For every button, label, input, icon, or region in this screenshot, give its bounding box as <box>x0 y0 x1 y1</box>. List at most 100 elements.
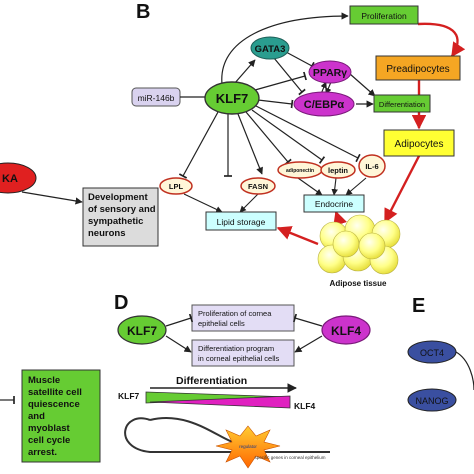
il6-label: IL-6 <box>365 162 378 171</box>
adipose-tissue-cluster <box>317 214 401 275</box>
panel-a-node <box>0 162 37 194</box>
panel-a: KA Development of sensory and sympatheti… <box>0 162 159 247</box>
fasn-node <box>240 177 276 195</box>
panel-c-line-6: cell cycle <box>28 435 70 446</box>
panel-d-klf4-to-diff <box>294 335 323 353</box>
panel-label-e: E <box>412 295 425 317</box>
klf7-inhibits-lpl <box>178 111 219 179</box>
fasn-to-lipid-storage <box>239 193 259 213</box>
panel-d-dna-loop <box>124 417 330 453</box>
adipocytes-label: Adipocytes <box>395 139 444 150</box>
cebp-label: C/EBPα <box>304 99 345 111</box>
panel-a-box <box>82 187 159 247</box>
panel-d-diff-line-2: in corneal epithelial cells <box>198 354 280 363</box>
adipocytes-to-adipose <box>383 155 421 224</box>
adipose-cell <box>358 232 386 260</box>
panel-c-line-2: satellite cell <box>28 387 82 398</box>
adiponectin-label: adiponectin <box>286 168 314 174</box>
panel-d-klf4-inhibits-prolif <box>293 313 323 327</box>
lpl-to-lipid-storage <box>183 193 223 213</box>
klf7-inhibits-leptin <box>251 109 326 164</box>
lipid-storage-box <box>205 211 277 231</box>
panel-d-klf7-label: KLF7 <box>127 324 157 338</box>
panel-c-box <box>21 369 101 463</box>
panel-c-line-1: Muscle <box>28 375 60 386</box>
lipid-storage-label: Lipid storage <box>217 217 266 227</box>
leptin-node <box>320 161 356 179</box>
panel-d: KLF7 KLF4 Proliferation of cornea epithe… <box>117 304 371 469</box>
klf7-label: KLF7 <box>216 91 249 106</box>
preadipocytes-label: Preadipocytes <box>386 64 449 75</box>
panel-d-burst-label: regulator <box>239 444 257 449</box>
gata3-label: GATA3 <box>255 44 286 55</box>
panel-a-arrow <box>21 191 83 205</box>
panel-a-box-line-2: of sensory and <box>88 204 156 215</box>
panel-c-box-text: Muscle satellite cell quiescence and myo… <box>28 375 85 458</box>
panel-d-diff-box <box>191 339 295 367</box>
adipose-cell <box>332 230 360 258</box>
ppar-node <box>308 60 352 84</box>
panel-e: OCT4 NANOG <box>407 340 474 412</box>
panel-d-dna-strand <box>149 417 239 445</box>
panel-d-klf4-wedge <box>149 395 291 409</box>
panel-d-diff-text: Differentiation program in corneal epith… <box>198 344 280 363</box>
klf7-inhibits-cebp <box>257 99 294 109</box>
panel-a-node-label: KA <box>2 173 18 185</box>
panel-d-prolif-line-1: Proliferation of cornea <box>198 309 272 318</box>
gata3-node <box>250 36 290 60</box>
cebp-node <box>293 91 355 117</box>
adipose-tissue-label: Adipose tissue <box>330 279 387 288</box>
adipose-to-lipid-storage <box>276 226 319 246</box>
klf7-inhibits-ppar <box>254 71 307 91</box>
panel-a-box-line-3: sympathetic <box>88 216 143 227</box>
panel-b: miR-146b KLF7 GATA3 <box>131 5 466 288</box>
klf7-inhibits-adiponectin <box>245 111 292 166</box>
differentiation-box <box>373 94 431 113</box>
panel-d-klf7-to-diff <box>165 335 192 353</box>
adiponectin-to-endocrine <box>297 177 323 196</box>
panel-c-line-5: myoblast <box>28 423 71 434</box>
klf7-to-fasn <box>237 113 263 175</box>
ppar-to-differentiation <box>349 73 376 97</box>
il6-to-endocrine <box>345 177 367 196</box>
panel-a-box-text: Development of sensory and sympathetic n… <box>88 192 158 239</box>
ppar-label: PPARγ <box>313 67 347 79</box>
panel-c: Muscle satellite cell quiescence and myo… <box>0 369 101 463</box>
proliferation-box <box>349 5 419 25</box>
nanog-node <box>407 388 457 412</box>
mir146b-label: miR-146b <box>138 93 175 103</box>
lpl-label: LPL <box>169 182 184 191</box>
panel-d-klf4-node <box>321 315 371 345</box>
panel-d-diff-line-1: Differentiation program <box>198 344 274 353</box>
panel-c-line-3: quiescence <box>28 399 80 410</box>
panel-c-line-4: and <box>28 411 45 422</box>
panel-d-klf4-label: KLF4 <box>331 324 361 338</box>
panel-d-klf7-node <box>117 315 167 345</box>
gata3-inhibits-cebp <box>273 57 306 96</box>
panel-d-regulator-burst <box>215 425 281 469</box>
panel-a-box-line-4: neurons <box>88 228 125 239</box>
panel-d-klf7-small-label: KLF7 <box>118 391 140 401</box>
panel-d-prolif-text: Proliferation of cornea epithelial cells <box>198 309 273 328</box>
panel-d-prolif-line-2: epithelial cells <box>198 319 245 328</box>
gata3-inhibits-ppar <box>285 51 315 71</box>
panel-c-line-7: arrest. <box>28 447 57 458</box>
fasn-label: FASN <box>248 182 268 191</box>
klf7-node <box>204 81 260 115</box>
endocrine-label: Endocrine <box>315 199 354 209</box>
panel-d-differentiation-label: Differentiation <box>176 375 247 387</box>
panel-a-box-line-1: Development <box>88 192 148 203</box>
differentiation-label: Differentiation <box>379 100 425 109</box>
panel-e-edge <box>455 351 474 391</box>
panel-label-d: D <box>114 292 128 314</box>
panel-d-prolif-box <box>191 304 295 332</box>
il6-node <box>358 154 386 178</box>
adipocytes-box <box>383 129 455 157</box>
nanog-label: NANOG <box>415 396 448 406</box>
lpl-node <box>159 177 193 195</box>
endocrine-box <box>303 194 365 213</box>
panel-d-dna-label: specific genes in corneal epithelium <box>254 455 325 460</box>
oct4-label: OCT4 <box>420 348 444 358</box>
proliferation-label: Proliferation <box>361 11 407 21</box>
